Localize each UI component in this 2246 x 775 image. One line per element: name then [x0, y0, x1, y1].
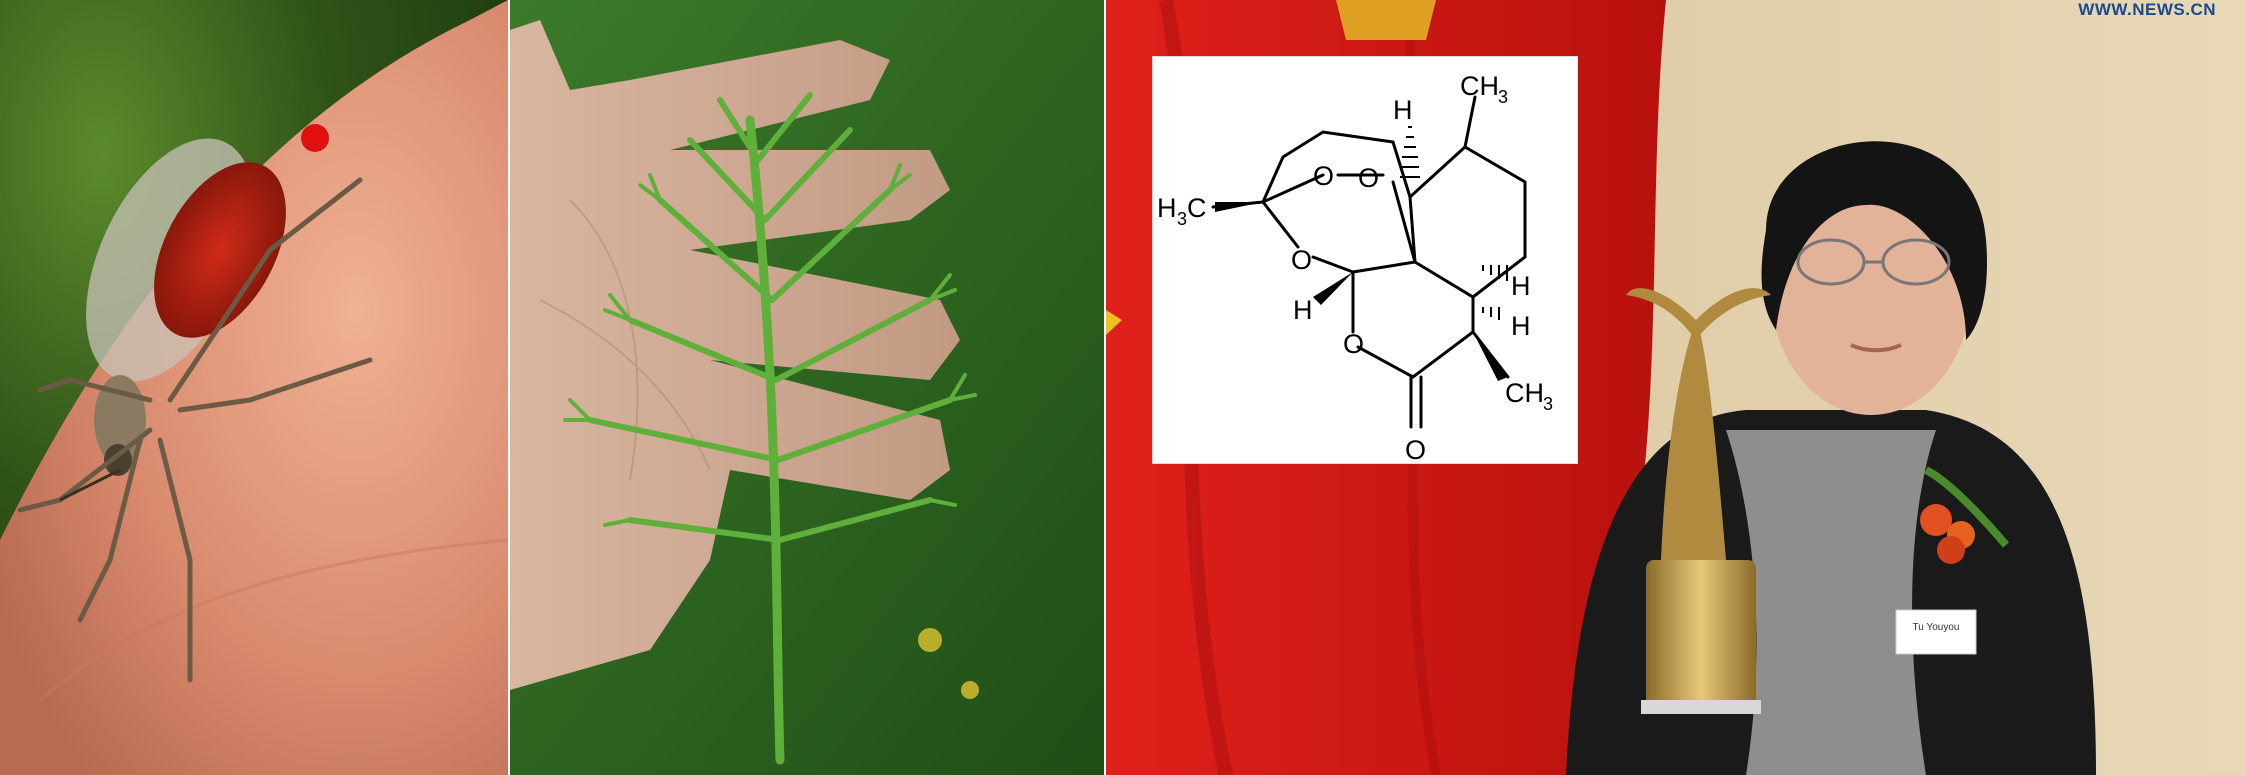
label-h3c-c: C — [1187, 193, 1207, 223]
person: Tu Youyou — [1566, 141, 2096, 775]
watermark-text: WWW.NEWS.CN — [2078, 0, 2216, 19]
label-ch3-top: CH — [1460, 71, 1499, 101]
label-h-right1: H — [1511, 271, 1531, 301]
label-ch3-top-sub: 3 — [1498, 87, 1508, 107]
label-ch3-bottom: CH — [1505, 378, 1544, 408]
label-h3c-sub: 3 — [1177, 209, 1187, 229]
artemisia-leaf — [563, 92, 977, 765]
label-o4: O — [1343, 329, 1364, 359]
trophy — [1626, 288, 1771, 714]
label-h-top: H — [1393, 95, 1413, 125]
label-h-left: H — [1293, 295, 1313, 325]
mosquito-photo — [0, 0, 508, 775]
corsage — [1920, 466, 2010, 564]
molecule-labels: CH 3 H H 3 C O O O O O H H H CH 3 — [1157, 71, 1553, 465]
mosquito-shape — [17, 124, 373, 683]
artemisinin-structure: CH 3 H H 3 C O O O O O H H H CH 3 — [1152, 56, 1578, 465]
label-o1: O — [1313, 161, 1334, 191]
name-badge-text: Tu Youyou — [1913, 622, 1960, 633]
label-ch3-bottom-sub: 3 — [1543, 394, 1553, 414]
artemisia-photo — [510, 0, 1104, 775]
label-o5: O — [1405, 435, 1426, 463]
label-o2: O — [1358, 163, 1379, 193]
label-o3: O — [1291, 245, 1312, 275]
label-h-right2: H — [1511, 311, 1531, 341]
label-h3c: H — [1157, 193, 1177, 223]
name-badge: Tu Youyou — [1895, 609, 1977, 655]
